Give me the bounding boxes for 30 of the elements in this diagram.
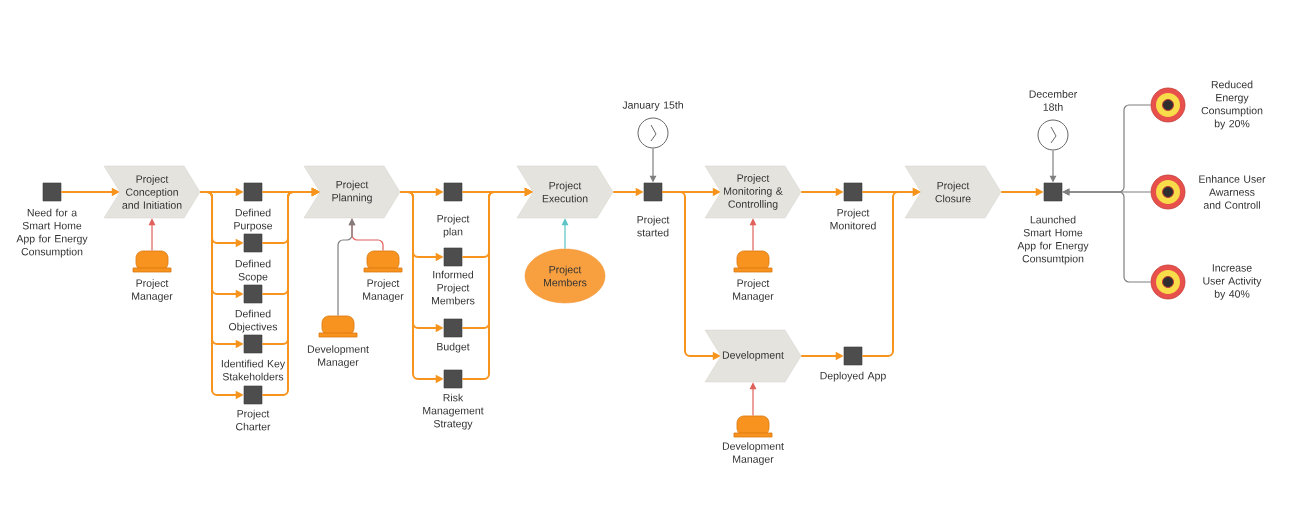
node-label: Increase User Activity by 40% bbox=[1203, 264, 1262, 300]
node-label: January 15th bbox=[622, 101, 683, 111]
node-label: Project Manager bbox=[363, 279, 404, 302]
node-label: Budget bbox=[437, 342, 470, 353]
node-label: Project Monitored bbox=[830, 208, 876, 230]
node-label: Informed Project Members bbox=[432, 270, 475, 305]
node-label: Risk Management Strategy bbox=[423, 393, 484, 430]
process-step: Project Monitoring & Controlling bbox=[704, 165, 802, 219]
process-step: Project Closure bbox=[904, 165, 1002, 219]
node-label: Need for a Smart Home App for Energy Consumption bbox=[16, 208, 88, 258]
node-label: Defined Objectives bbox=[229, 309, 278, 333]
node-label: Defined Scope bbox=[235, 259, 271, 283]
node-label: Defined Purpose bbox=[234, 208, 273, 232]
process-step: Development bbox=[704, 329, 802, 383]
node-label: December 18th bbox=[1029, 90, 1078, 111]
node-label: Project started bbox=[637, 215, 670, 237]
node-label: Identified Key Stakeholders bbox=[221, 359, 286, 381]
node-label: Project Manager bbox=[132, 279, 173, 302]
process-step: Project Planning bbox=[303, 165, 401, 219]
node-label: Project Manager bbox=[733, 279, 774, 302]
node-label: Development Manager bbox=[307, 345, 369, 368]
node-label: Development Manager bbox=[722, 442, 784, 465]
node-label: Deployed App bbox=[820, 371, 886, 382]
process-step: Project Conception and Initiation bbox=[103, 165, 201, 219]
node-label: Project plan bbox=[437, 214, 470, 238]
node-label: Reduced Energy Consumption by 20% bbox=[1201, 80, 1263, 130]
node-label: Enhance User Awarness and Controll bbox=[1199, 175, 1266, 209]
node-label: Launched Smart Home App for Energy Consumtpion bbox=[1017, 215, 1089, 265]
node-label: Project Charter bbox=[236, 409, 271, 431]
process-step: Project Execution bbox=[516, 165, 614, 219]
